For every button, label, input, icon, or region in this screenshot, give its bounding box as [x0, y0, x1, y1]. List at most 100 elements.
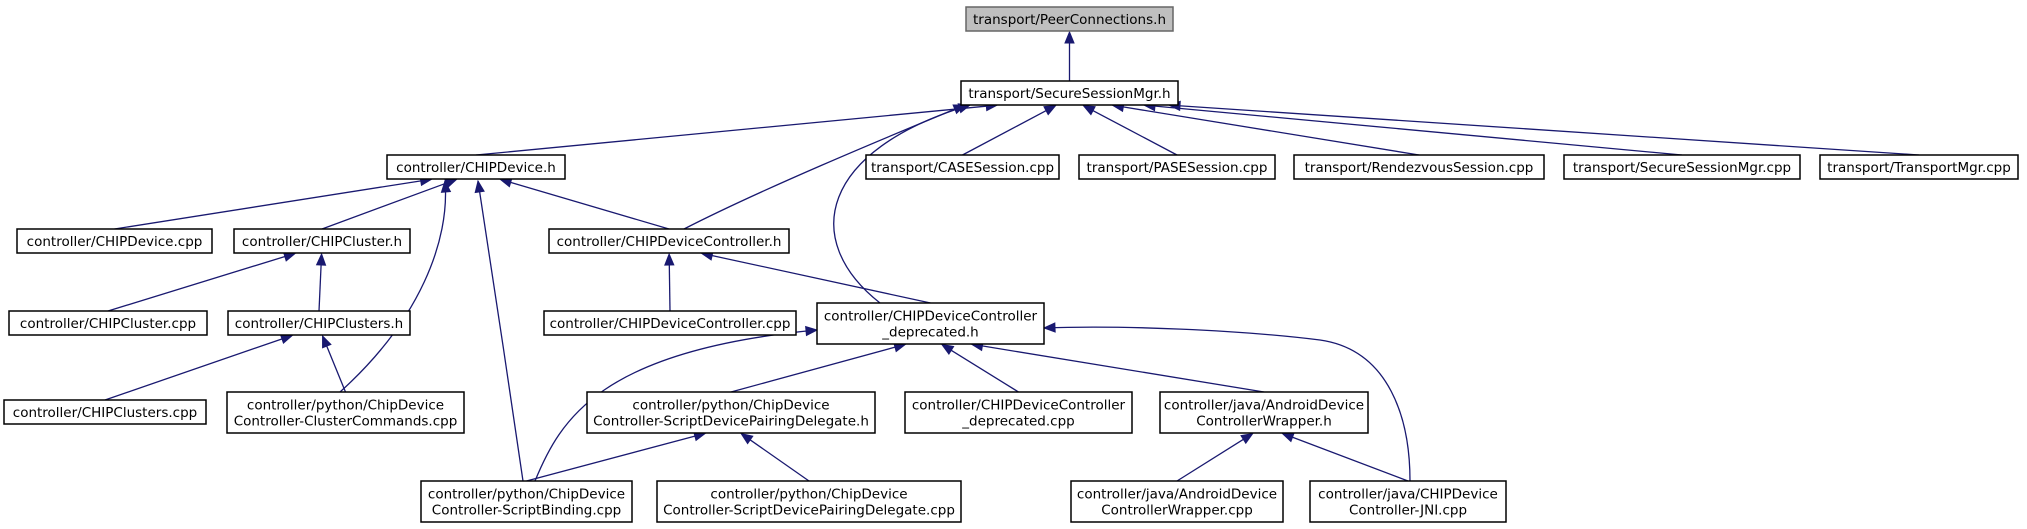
- node-label: _deprecated.cpp: [961, 414, 1074, 430]
- edge-devctrl-dep-h-to-ssm-h: [833, 103, 972, 304]
- edge-ssm-h-to-peerconn: [1064, 30, 1075, 81]
- node-label: controller/java/CHIPDevice: [1318, 487, 1498, 503]
- node-box: [586, 391, 876, 434]
- node-android-cpp[interactable]: controller/java/AndroidDeviceControllerW…: [1070, 480, 1284, 523]
- edge-case-cpp-to-ssm-h: [962, 104, 1057, 156]
- edge-pase-cpp-to-ssm-h: [1082, 104, 1178, 156]
- node-android-h[interactable]: controller/java/AndroidDeviceControllerW…: [1159, 391, 1369, 434]
- edge-chipclusters-h-to-chipcluster-h: [315, 252, 327, 312]
- node-label: controller/CHIPCluster.h: [242, 234, 402, 250]
- node-box: [1309, 480, 1507, 523]
- node-scriptbinding-cpp[interactable]: controller/python/ChipDeviceController-S…: [420, 480, 633, 523]
- edge-scriptbinding-cpp-to-devctrl-dep-h: [534, 325, 819, 482]
- node-transportmgr-cpp[interactable]: transport/TransportMgr.cpp: [1819, 154, 2019, 180]
- edge-clustercmds-cpp-to-chipclusters-h: [322, 334, 347, 393]
- node-label: controller/CHIPDeviceController.h: [557, 234, 782, 250]
- node-label: transport/PASESession.cpp: [1087, 160, 1268, 176]
- node-case-cpp[interactable]: transport/CASESession.cpp: [865, 154, 1060, 180]
- edge-android-h-to-devctrl-dep-h: [970, 340, 1265, 393]
- node-label: controller/CHIPDeviceController.cpp: [550, 316, 791, 332]
- node-label: ControllerWrapper.cpp: [1101, 503, 1253, 519]
- node-chipdevice-cpp[interactable]: controller/CHIPDevice.cpp: [16, 228, 213, 254]
- node-label: controller/CHIPCluster.cpp: [20, 316, 196, 332]
- edge-scriptbinding-cpp-to-chipdevice-h: [474, 179, 524, 482]
- edge-devctrl-cpp-to-devctrl-h: [664, 252, 675, 312]
- node-devctrl-dep-cpp[interactable]: controller/CHIPDeviceController_deprecat…: [904, 391, 1133, 434]
- edge-devctrl-dep-cpp-to-devctrl-dep-h: [940, 343, 1019, 393]
- edge-devctrl-dep-h-to-devctrl-h: [700, 250, 931, 304]
- node-pairing-h[interactable]: controller/python/ChipDeviceController-S…: [586, 391, 876, 434]
- node-box: [1159, 391, 1369, 434]
- node-label: controller/CHIPDevice.cpp: [27, 234, 203, 250]
- node-rendezvous-cpp[interactable]: transport/RendezvousSession.cpp: [1293, 154, 1545, 180]
- node-box: [1563, 154, 1801, 180]
- node-box: [965, 6, 1174, 32]
- edge-chipcluster-cpp-to-chipcluster-h: [107, 251, 297, 312]
- node-devctrl-dep-h[interactable]: controller/CHIPDeviceController_deprecat…: [816, 302, 1045, 345]
- node-chipdevice-h[interactable]: controller/CHIPDevice.h: [386, 154, 566, 180]
- edge-scriptbinding-cpp-to-pairing-h: [526, 431, 707, 482]
- node-label: transport/TransportMgr.cpp: [1827, 160, 2011, 176]
- file-nodes: transport/PeerConnections.h transport/Sec…: [3, 6, 2019, 523]
- node-jni-cpp[interactable]: controller/java/CHIPDeviceController-JNI…: [1309, 480, 1507, 523]
- edge-android-cpp-to-android-h: [1176, 432, 1254, 482]
- node-chipcluster-cpp[interactable]: controller/CHIPCluster.cpp: [8, 310, 208, 336]
- edge-jni-cpp-to-android-h: [1280, 432, 1409, 482]
- node-chipclusters-h[interactable]: controller/CHIPClusters.h: [227, 310, 411, 336]
- node-label: controller/python/ChipDevice: [247, 398, 444, 414]
- node-box: [227, 310, 411, 336]
- node-label: Controller-ScriptDevicePairingDelegate.c…: [663, 503, 955, 519]
- edge-chipdevice-cpp-to-chipdevice-h: [114, 175, 433, 230]
- node-box: [543, 310, 797, 336]
- node-label: transport/PeerConnections.h: [973, 12, 1166, 28]
- node-box: [16, 228, 213, 254]
- node-box: [226, 391, 465, 434]
- node-box: [386, 154, 566, 180]
- edge-devctrl-h-to-chipdevice-h: [498, 177, 670, 230]
- node-label: ControllerWrapper.h: [1196, 414, 1332, 430]
- node-pase-cpp[interactable]: transport/PASESession.cpp: [1078, 154, 1276, 180]
- node-chipclusters-cpp[interactable]: controller/CHIPClusters.cpp: [3, 399, 207, 425]
- node-label: Controller-ScriptBinding.cpp: [432, 503, 621, 519]
- edge-transportmgr-cpp-to-ssm-h: [1167, 100, 1920, 156]
- node-box: [1078, 154, 1276, 180]
- node-label: transport/SecureSessionMgr.cpp: [1573, 160, 1791, 176]
- node-peerconn[interactable]: transport/PeerConnections.h: [965, 6, 1174, 32]
- node-label: controller/CHIPDeviceController: [912, 398, 1126, 414]
- edge-pairing-cpp-to-pairing-h: [740, 432, 810, 482]
- node-box: [1293, 154, 1545, 180]
- node-label: controller/CHIPClusters.h: [235, 316, 403, 332]
- node-box: [3, 399, 207, 425]
- node-label: controller/java/AndroidDevice: [1164, 398, 1364, 414]
- node-ssm-h[interactable]: transport/SecureSessionMgr.h: [960, 80, 1179, 106]
- node-box: [1070, 480, 1284, 523]
- edge-chipclusters-cpp-to-chipclusters-h: [104, 334, 294, 401]
- node-label: controller/CHIPDeviceController: [824, 309, 1038, 325]
- node-devctrl-h[interactable]: controller/CHIPDeviceController.h: [548, 228, 790, 254]
- node-devctrl-cpp[interactable]: controller/CHIPDeviceController.cpp: [543, 310, 797, 336]
- node-label: controller/java/AndroidDevice: [1077, 487, 1277, 503]
- edge-rendezvous-cpp-to-ssm-h: [1111, 101, 1420, 156]
- node-label: controller/python/ChipDevice: [710, 487, 907, 503]
- node-label: controller/python/ChipDevice: [428, 487, 625, 503]
- node-box: [1819, 154, 2019, 180]
- node-clustercmds-cpp[interactable]: controller/python/ChipDeviceController-C…: [226, 391, 465, 434]
- node-box: [865, 154, 1060, 180]
- node-ssm-cpp[interactable]: transport/SecureSessionMgr.cpp: [1563, 154, 1801, 180]
- edge-chipdevice-h-to-ssm-h: [475, 100, 999, 156]
- node-label: Controller-ClusterCommands.cpp: [234, 414, 458, 430]
- node-pairing-cpp[interactable]: controller/python/ChipDeviceController-S…: [656, 480, 962, 523]
- node-label: controller/CHIPClusters.cpp: [13, 405, 197, 421]
- node-box: [960, 80, 1179, 106]
- edge-clustercmds-cpp-to-chipdevice-h: [339, 179, 452, 393]
- node-box: [904, 391, 1133, 434]
- node-label: Controller-JNI.cpp: [1349, 503, 1467, 519]
- node-box: [548, 228, 790, 254]
- node-box: [816, 302, 1045, 345]
- node-label: transport/SecureSessionMgr.h: [968, 86, 1170, 102]
- node-label: transport/CASESession.cpp: [871, 160, 1054, 176]
- node-label: Controller-ScriptDevicePairingDelegate.h: [593, 414, 869, 430]
- node-chipcluster-h[interactable]: controller/CHIPCluster.h: [233, 228, 411, 254]
- edge-jni-cpp-to-devctrl-dep-h: [1042, 322, 1411, 482]
